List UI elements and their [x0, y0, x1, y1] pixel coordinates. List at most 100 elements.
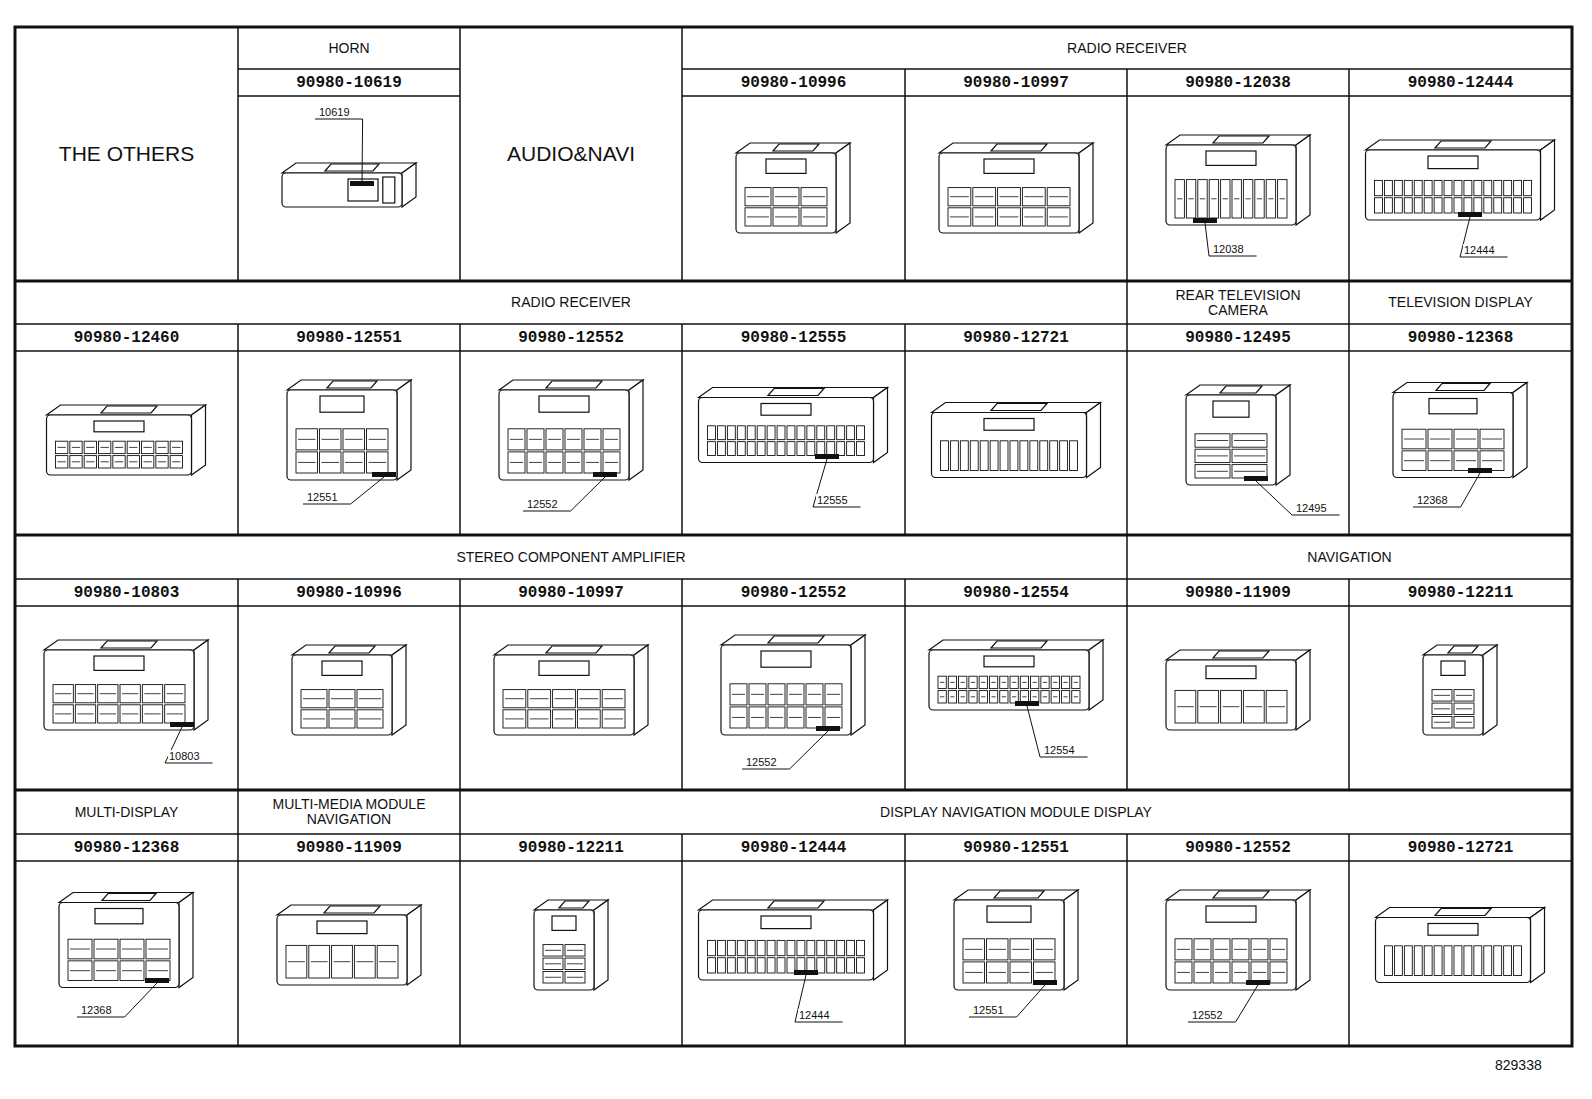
pin-lock	[1253, 949, 1266, 950]
connector-drawing	[1166, 135, 1310, 225]
part-number: 90980-11909	[1127, 579, 1349, 606]
pin-lock	[529, 462, 542, 463]
pin-lock	[359, 698, 381, 699]
pin-lock	[369, 462, 387, 463]
pin-cavity	[787, 684, 804, 705]
pin-lock	[1257, 198, 1262, 199]
callout-underline	[742, 769, 790, 770]
connector-window	[1213, 401, 1249, 417]
connector-side	[1079, 143, 1093, 233]
label-plate	[372, 472, 396, 477]
label-plate	[1015, 701, 1039, 706]
pin-cavity	[70, 456, 82, 468]
pin-lock	[1000, 196, 1019, 197]
pin-cavity	[142, 456, 154, 468]
pin-cavity	[357, 710, 383, 728]
pin-cavity	[1375, 198, 1383, 213]
pin-lock	[1024, 196, 1043, 197]
pin-cavity	[170, 456, 182, 468]
callout-number: 12552	[745, 756, 778, 768]
connector-front	[287, 390, 397, 480]
connector-drawing	[277, 905, 421, 985]
pin-cavity	[602, 690, 625, 708]
table-header: MULTI-DISPLAY	[15, 790, 238, 834]
pin-cavity	[973, 208, 996, 226]
connector-window	[1206, 906, 1256, 922]
pin-lock	[545, 963, 561, 964]
pin-cavity	[1047, 208, 1070, 226]
connector-drawing	[929, 640, 1103, 710]
pin-cavity	[1484, 946, 1492, 976]
pin-cavity	[980, 441, 988, 471]
pin-lock	[1404, 439, 1424, 440]
pin-cavity	[1384, 180, 1392, 195]
pin-lock	[96, 970, 116, 971]
pin-cavity	[1034, 939, 1056, 960]
pin-cavity	[1000, 441, 1008, 471]
callout-underline	[813, 507, 861, 508]
pin-lock	[303, 698, 325, 699]
connector-front	[59, 903, 179, 988]
connector-latch	[327, 381, 377, 388]
pin-lock	[1200, 198, 1205, 199]
pin-cavity	[1072, 676, 1080, 688]
callout-number: 12444	[798, 1009, 831, 1021]
pin-cavity	[1514, 946, 1522, 976]
pin-lock	[567, 963, 583, 964]
pin-lock	[789, 694, 802, 695]
pin-cavity	[1385, 946, 1393, 976]
connector-front	[721, 645, 851, 735]
part-number: 90980-10996	[682, 69, 905, 96]
connector-front	[699, 398, 874, 463]
callout-number: 12551	[306, 491, 339, 503]
pin-lock	[971, 682, 975, 683]
pin-lock	[950, 196, 969, 197]
connector-top	[1166, 650, 1310, 660]
pin-lock	[1404, 460, 1424, 461]
pin-lock	[1012, 696, 1016, 697]
pin-cavity	[998, 208, 1021, 226]
label-plate	[1244, 476, 1268, 481]
pin-cavity	[787, 426, 795, 440]
pin-cavity	[825, 707, 842, 728]
pin-cavity	[528, 710, 551, 728]
pin-cavity	[75, 685, 95, 703]
part-number: 90980-12721	[1349, 834, 1572, 861]
connector-drawing	[292, 645, 406, 735]
pin-cavity	[1444, 198, 1452, 213]
pin-lock	[789, 717, 802, 718]
pin-lock	[747, 216, 769, 217]
connector-top	[699, 388, 888, 398]
callout-underline	[795, 1022, 843, 1023]
pin-cavity	[1494, 946, 1502, 976]
connector-drawing	[282, 163, 416, 207]
connector-slot	[383, 177, 395, 203]
pin-cavity	[1404, 198, 1412, 213]
pin-cavity	[543, 945, 563, 956]
pin-lock	[322, 439, 340, 440]
pin-cavity	[787, 707, 804, 728]
pin-cavity	[320, 452, 342, 473]
pin-lock	[298, 462, 316, 463]
pin-lock	[144, 447, 152, 448]
pin-cavity	[1414, 180, 1422, 195]
connector-drawing	[499, 380, 643, 480]
pin-lock	[1063, 696, 1067, 697]
pin-lock	[77, 693, 93, 694]
pin-lock	[100, 693, 116, 694]
pin-cavity	[1194, 962, 1211, 983]
label-plate	[1033, 980, 1057, 985]
pin-cavity	[807, 940, 815, 955]
pin-cavity	[1051, 676, 1059, 688]
pin-cavity	[948, 691, 956, 703]
pin-cavity	[1020, 676, 1028, 688]
pin-lock	[548, 462, 561, 463]
connector-latch	[768, 636, 824, 643]
pin-lock	[965, 949, 983, 950]
connector-drawing	[699, 900, 888, 980]
grid-lines	[15, 27, 1572, 1046]
pin-cavity	[948, 208, 971, 226]
connector-front	[1376, 918, 1531, 983]
pin-lock	[1024, 216, 1043, 217]
pin-cavity	[1454, 703, 1474, 714]
